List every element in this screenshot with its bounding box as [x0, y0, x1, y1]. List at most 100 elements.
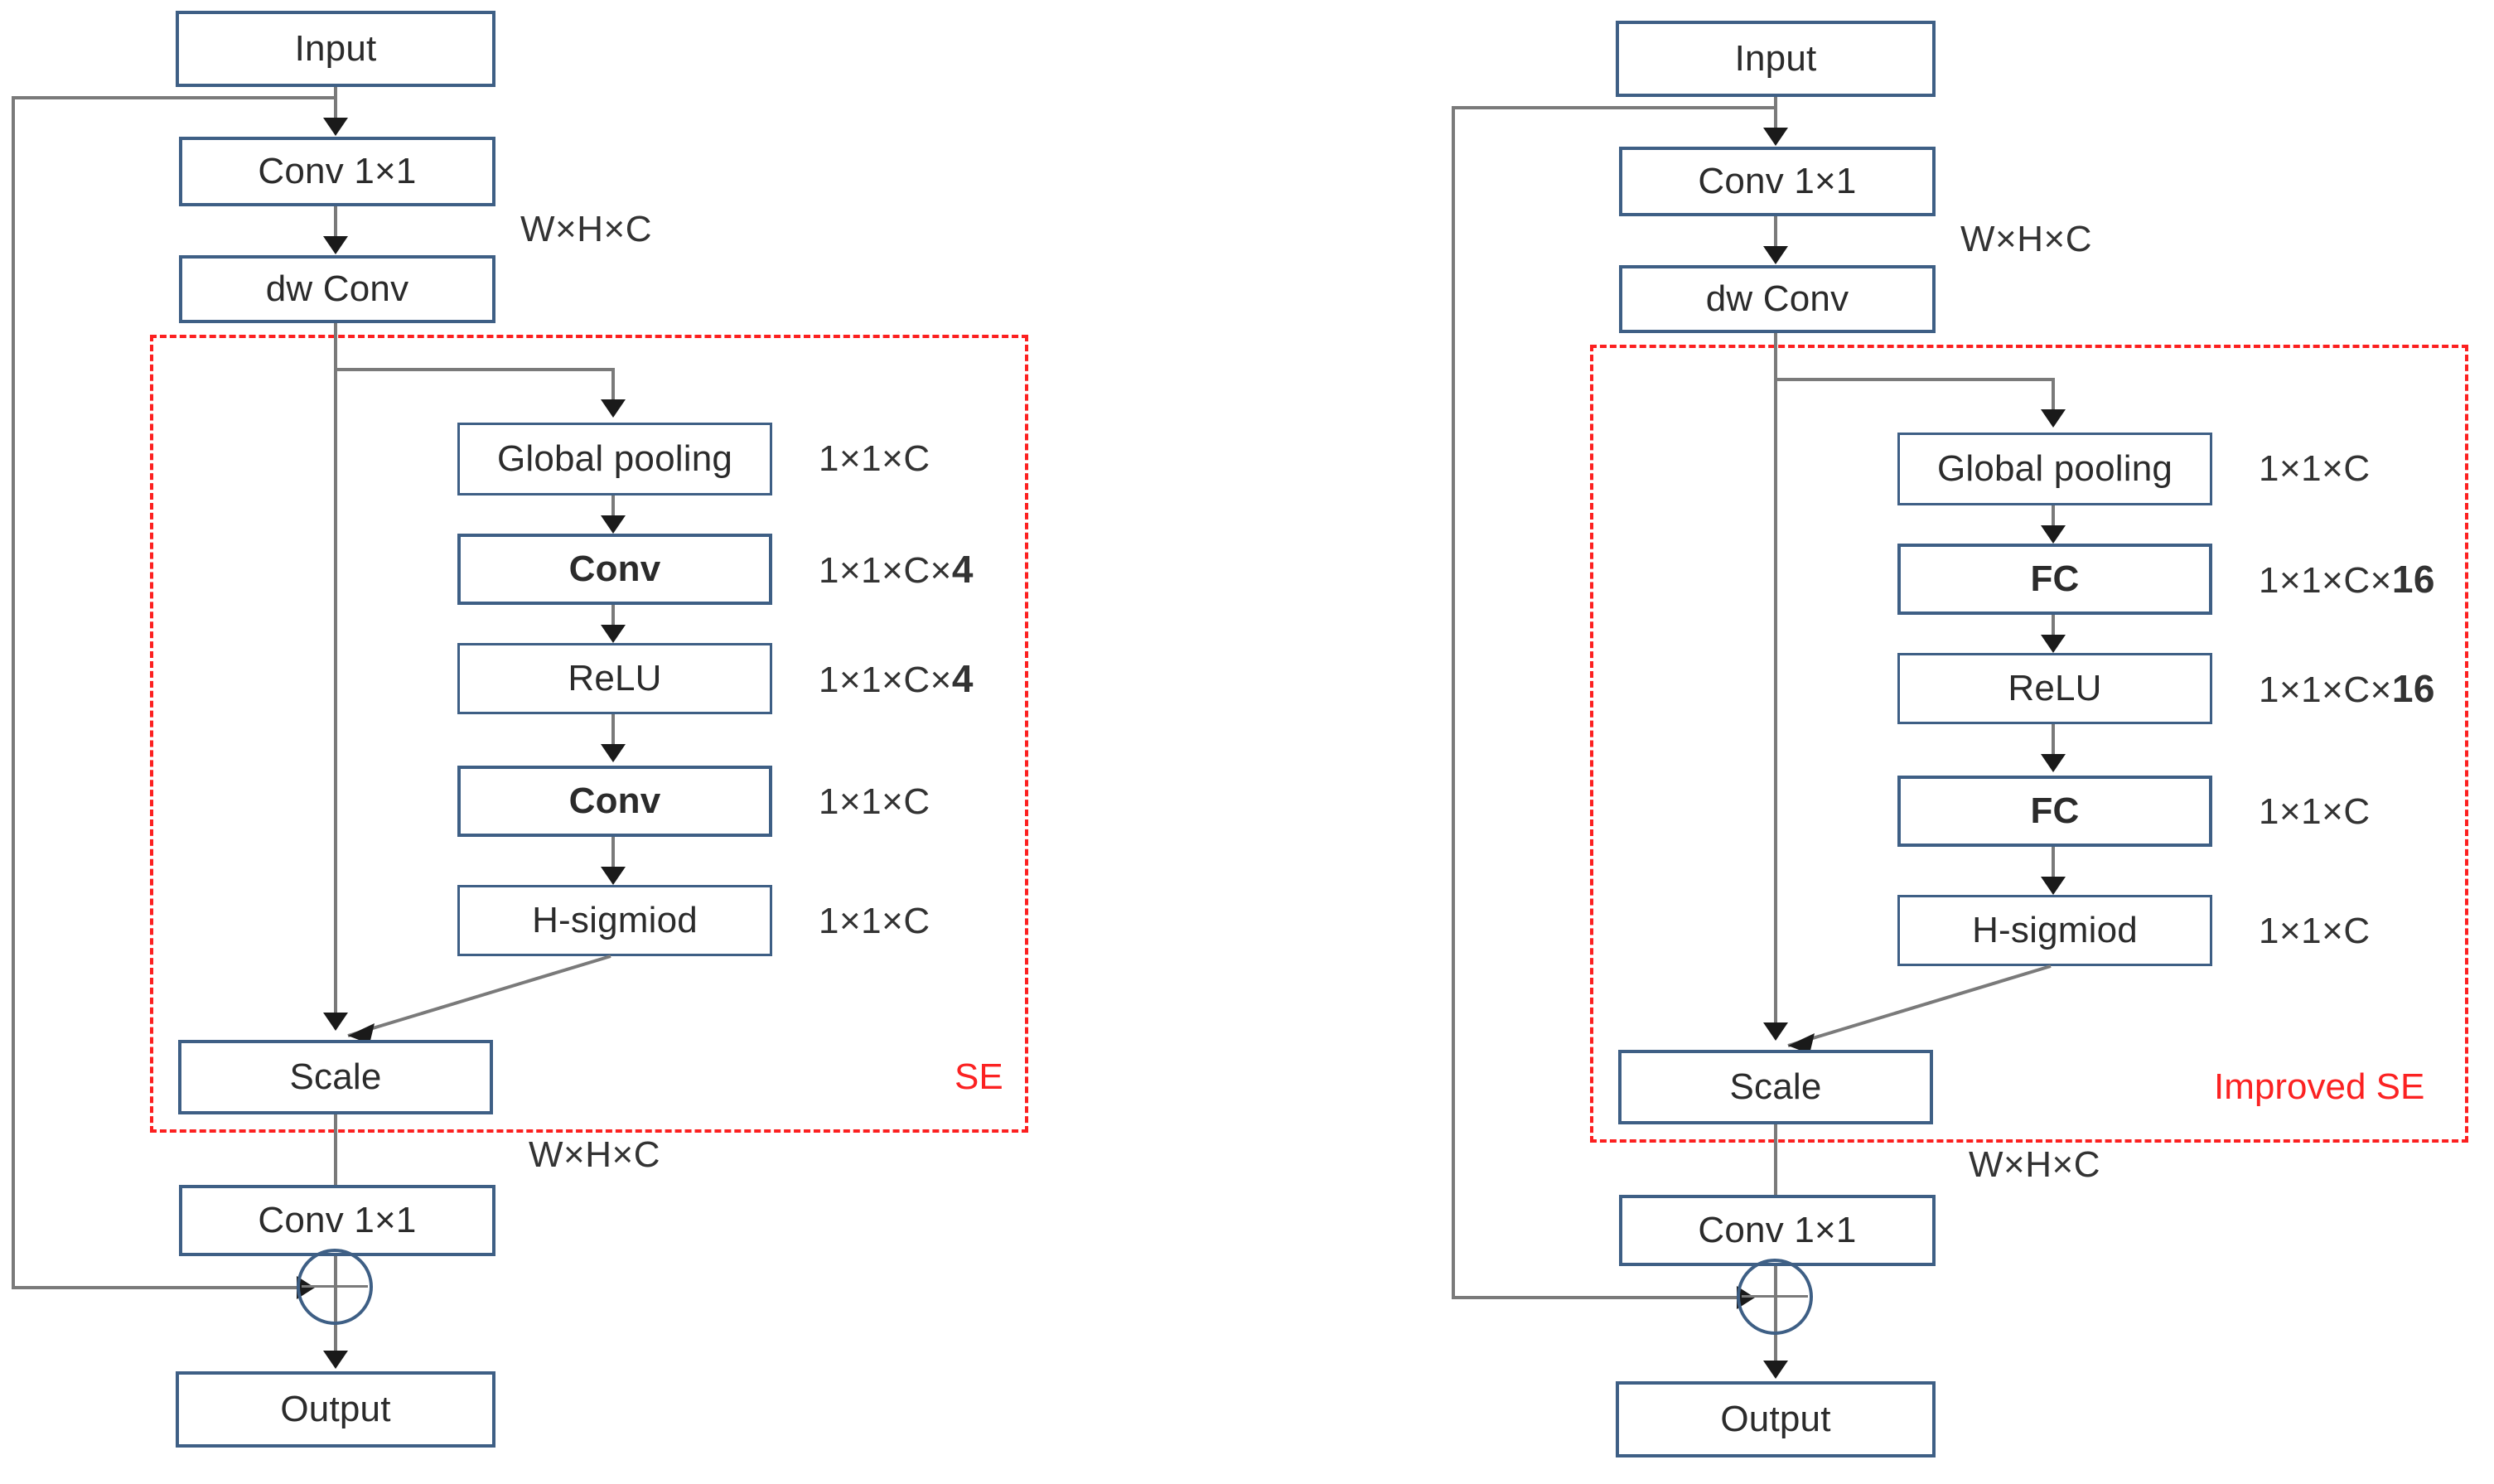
right-edge-scale-to-conv2 [1774, 1124, 1777, 1196]
right-arrow-add-to-output [1763, 1361, 1788, 1379]
right-node-conv1x1-top-label: Conv 1×1 [1698, 161, 1857, 201]
left-node-conv-squeeze[interactable]: Conv [457, 766, 772, 837]
right-node-conv1x1-bottom[interactable]: Conv 1×1 [1619, 1195, 1936, 1266]
left-node-relu[interactable]: ReLU [457, 643, 772, 714]
left-dim-h-sigmoid: 1×1×C [819, 901, 930, 941]
right-node-relu-label: ReLU [2008, 668, 2102, 708]
right-node-fc-expand[interactable]: FC [1897, 544, 2212, 615]
right-arrow-relu-to-fc2 [2041, 754, 2066, 772]
right-edge-gap-to-fc1 [2052, 505, 2055, 534]
right-arrow-input-to-conv1 [1763, 128, 1788, 146]
left-add-plus-horizontal [302, 1285, 368, 1288]
left-arrow-fc2-to-hsig [601, 867, 626, 885]
left-node-conv-expand-label: Conv [568, 549, 661, 589]
right-dim-fc-expand-factor: 16 [2391, 558, 2435, 601]
left-branch-to-gap [334, 368, 615, 371]
right-dim-top: W×H×C [1960, 219, 2092, 259]
right-node-dwconv[interactable]: dw Conv [1619, 265, 1936, 333]
right-node-h-sigmoid-label: H-sigmiod [1972, 910, 2138, 950]
left-se-region-label: SE [955, 1056, 1003, 1097]
left-edge-gap-to-fc1 [611, 495, 615, 524]
left-dim-conv-expand-factor: 4 [951, 548, 974, 591]
left-node-output[interactable]: Output [176, 1371, 495, 1448]
right-node-input[interactable]: Input [1616, 21, 1936, 97]
left-se-region [150, 335, 1028, 1133]
left-edge-fc2-to-hsig [611, 837, 615, 873]
left-node-dwconv[interactable]: dw Conv [179, 255, 495, 323]
right-dim-fc-expand: 1×1×C×16 [2259, 558, 2435, 601]
left-node-h-sigmoid-label: H-sigmiod [532, 900, 698, 940]
right-arrow-fc1-to-relu [2041, 635, 2066, 653]
right-node-fc-squeeze[interactable]: FC [1897, 776, 2212, 847]
right-dim-bottom: W×H×C [1969, 1144, 2100, 1185]
right-node-output[interactable]: Output [1616, 1381, 1936, 1457]
right-arrow-conv1-to-dwconv [1763, 246, 1788, 264]
left-dim-conv-squeeze: 1×1×C [819, 781, 930, 822]
left-skip-top-segment [12, 96, 336, 99]
left-node-conv-squeeze-label: Conv [568, 781, 661, 821]
left-edge-add-to-output [334, 1325, 337, 1363]
left-dim-global-pooling: 1×1×C [819, 438, 930, 479]
right-trunk-dwconv-to-scale [1774, 333, 1777, 1027]
left-node-global-pooling-label: Global pooling [496, 438, 733, 479]
right-edge-add-to-output [1774, 1335, 1777, 1373]
left-node-input[interactable]: Input [176, 11, 495, 87]
left-node-scale-label: Scale [289, 1056, 382, 1097]
right-node-conv1x1-top[interactable]: Conv 1×1 [1619, 147, 1936, 216]
left-node-output-label: Output [280, 1389, 391, 1429]
left-node-global-pooling[interactable]: Global pooling [457, 423, 772, 495]
left-edge-fc1-to-relu [611, 605, 615, 633]
right-edge-input-to-conv1 [1774, 97, 1777, 143]
left-edge-scale-to-conv2 [334, 1114, 337, 1186]
right-node-output-label: Output [1720, 1399, 1831, 1439]
left-branch-to-gap-vertical [611, 368, 615, 404]
left-arrow-fc1-to-relu [601, 625, 626, 643]
right-improved-se-region [1590, 345, 2468, 1143]
left-node-conv1x1-top[interactable]: Conv 1×1 [179, 137, 495, 206]
right-dim-h-sigmoid: 1×1×C [2259, 911, 2371, 951]
right-node-h-sigmoid[interactable]: H-sigmiod [1897, 895, 2212, 966]
left-node-conv1x1-bottom-label: Conv 1×1 [258, 1200, 417, 1240]
right-arrow-gap-to-fc1 [2041, 525, 2066, 544]
right-node-dwconv-label: dw Conv [1705, 278, 1849, 319]
left-arrow-conv1-to-dwconv [323, 236, 348, 254]
right-dim-relu: 1×1×C×16 [2259, 667, 2435, 710]
right-improved-se-region-label: Improved SE [2214, 1066, 2425, 1107]
left-dim-relu-factor: 4 [951, 657, 974, 700]
right-node-conv1x1-bottom-label: Conv 1×1 [1698, 1210, 1857, 1250]
left-arrow-trunk-to-scale [323, 1013, 348, 1031]
left-node-input-label: Input [294, 28, 377, 69]
right-skip-top-segment [1452, 106, 1776, 109]
left-trunk-dwconv-to-scale [334, 323, 337, 1018]
left-node-conv1x1-top-label: Conv 1×1 [258, 151, 417, 191]
left-dim-bottom: W×H×C [529, 1134, 660, 1175]
right-node-global-pooling-label: Global pooling [1936, 448, 2173, 489]
right-node-global-pooling[interactable]: Global pooling [1897, 433, 2212, 505]
right-arrow-branch-to-gap [2041, 409, 2066, 428]
right-arrow-fc2-to-hsig [2041, 877, 2066, 895]
left-arrow-add-to-output [323, 1351, 348, 1369]
left-edge-relu-to-fc2 [611, 714, 615, 754]
right-add-plus-horizontal [1742, 1295, 1808, 1298]
left-arrow-input-to-conv1 [323, 118, 348, 136]
right-node-fc-squeeze-label: FC [2030, 790, 2080, 831]
left-node-add[interactable] [297, 1249, 373, 1325]
left-node-conv-expand[interactable]: Conv [457, 534, 772, 605]
right-dim-global-pooling: 1×1×C [2259, 448, 2371, 489]
right-node-add[interactable] [1737, 1259, 1813, 1335]
right-node-relu[interactable]: ReLU [1897, 653, 2212, 724]
left-dim-conv-expand: 1×1×C×4 [819, 548, 974, 591]
left-node-h-sigmoid[interactable]: H-sigmiod [457, 885, 772, 956]
left-dim-relu: 1×1×C×4 [819, 657, 974, 700]
left-skip-bottom-segment [12, 1286, 302, 1289]
left-node-conv1x1-bottom[interactable]: Conv 1×1 [179, 1185, 495, 1256]
right-branch-to-gap-vertical [2052, 378, 2055, 414]
left-arrow-branch-to-gap [601, 399, 626, 418]
left-node-scale[interactable]: Scale [178, 1040, 493, 1114]
left-skip-vertical-segment [12, 96, 15, 1289]
right-node-scale[interactable]: Scale [1618, 1050, 1933, 1124]
right-edge-conv1-to-dwconv [1774, 216, 1777, 261]
left-edge-input-to-conv1 [334, 87, 337, 133]
right-node-input-label: Input [1734, 38, 1817, 79]
right-dim-fc-squeeze: 1×1×C [2259, 791, 2371, 832]
